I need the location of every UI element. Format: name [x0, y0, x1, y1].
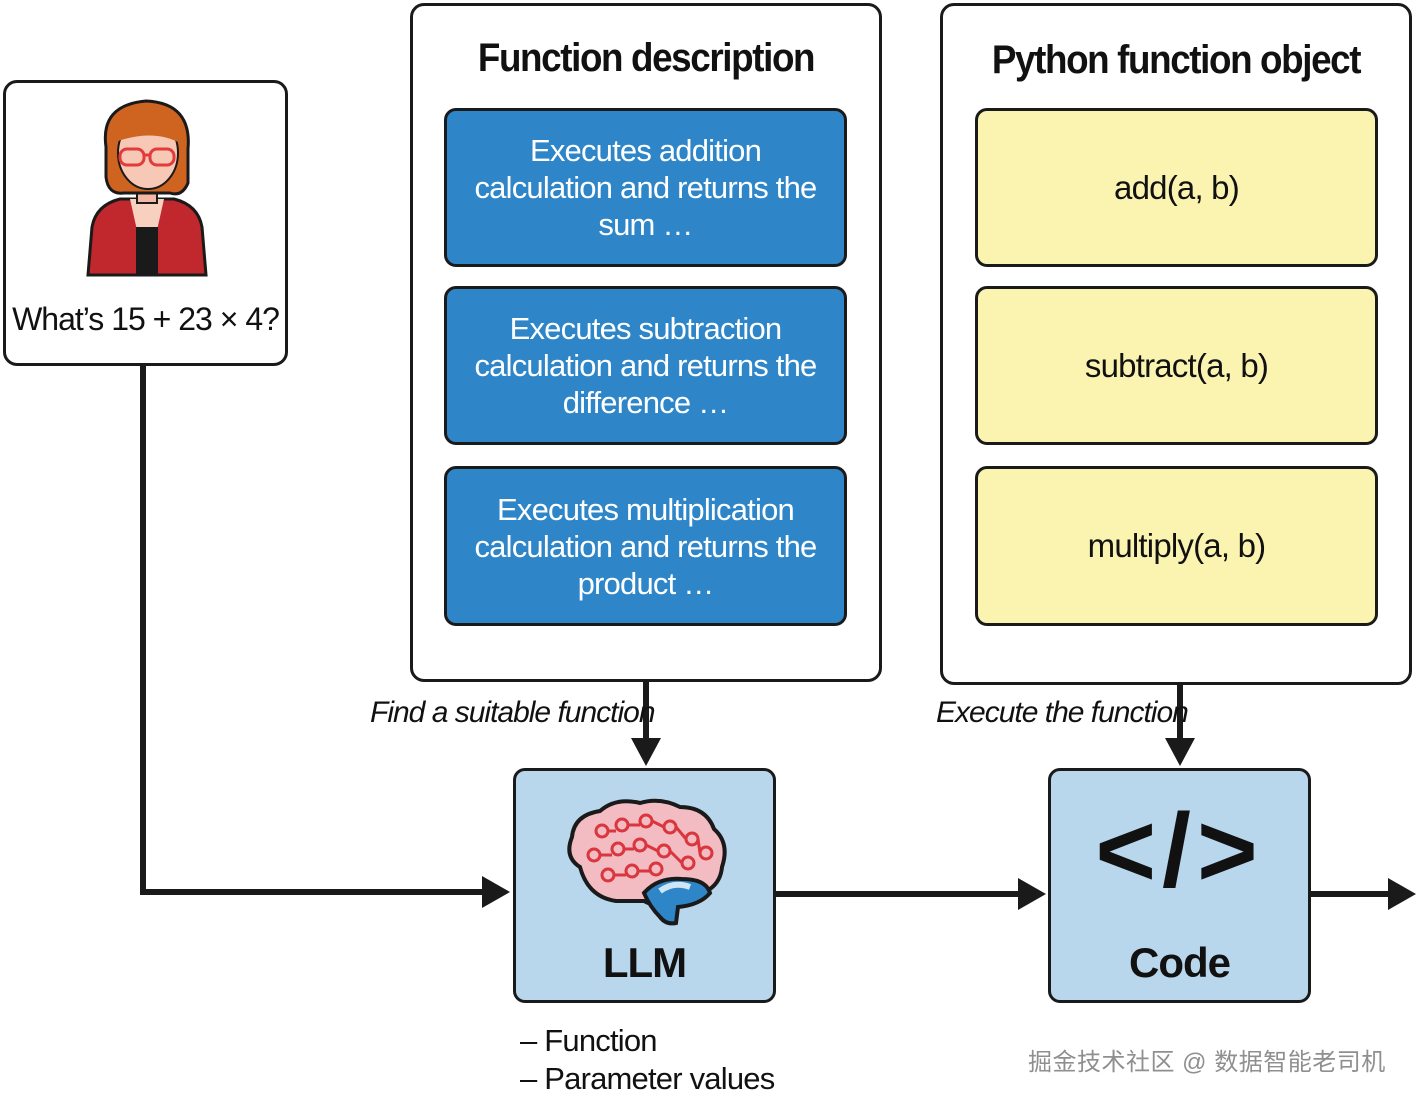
user-to-llm-line [140, 366, 484, 895]
function-description-subtract: Executes subtraction calculation and ret… [444, 286, 847, 445]
brain-circuit-icon [567, 798, 727, 926]
arrowhead-code-output [1388, 878, 1416, 910]
arrowhead-into-code [1018, 878, 1046, 910]
python-function-object-title: Python function object [991, 38, 1362, 82]
llm-node: LLM [513, 768, 776, 1003]
code-brackets-icon: </> [1095, 793, 1264, 909]
function-description-add: Executes addition calculation and return… [444, 108, 847, 267]
llm-output-function: – Function [520, 1023, 658, 1058]
llm-output-parameter-values: – Parameter values [520, 1061, 775, 1096]
arrowhead-down-code [1165, 738, 1195, 766]
python-function-add: add(a, b) [975, 108, 1378, 267]
user-card: What’s 15 + 23 × 4? [3, 80, 288, 366]
function-description-multiply: Executes multiplication calculation and … [444, 466, 847, 626]
python-function-subtract: subtract(a, b) [975, 286, 1378, 445]
find-function-label: Find a suitable function [370, 696, 656, 729]
code-node: </> Code [1048, 768, 1311, 1003]
arrowhead-down-llm [631, 738, 661, 766]
execute-function-label: Execute the function [936, 696, 1189, 729]
arrowhead-into-llm [482, 876, 510, 908]
woman-with-glasses-icon [86, 99, 208, 277]
code-label: Code [1129, 939, 1231, 986]
llm-label: LLM [602, 939, 687, 986]
user-question: What’s 15 + 23 × 4? [12, 301, 280, 337]
function-description-title: Function description [477, 36, 816, 80]
python-function-multiply: multiply(a, b) [975, 466, 1378, 626]
watermark: 掘金技术社区 @ 数据智能老司机 [1028, 1049, 1386, 1076]
